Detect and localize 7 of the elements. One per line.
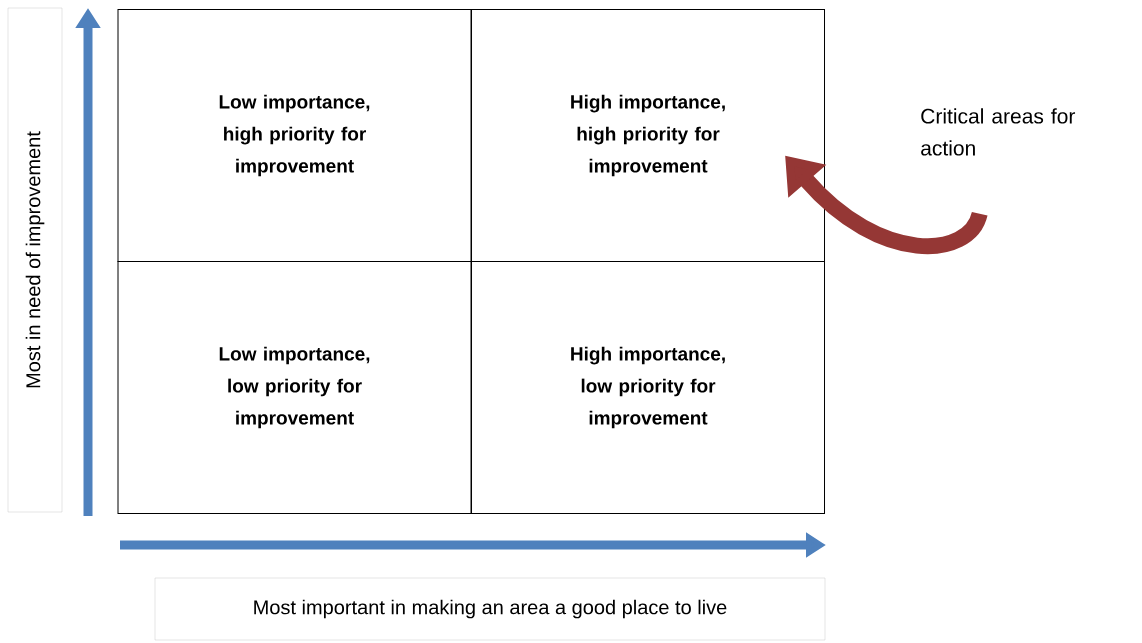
quadrant-box: Low importance, low priority for improvement bbox=[117, 261, 472, 514]
quadrant-box: High importance, low priority for improvement bbox=[471, 261, 825, 514]
callout-text: Critical areas for action bbox=[921, 108, 1076, 156]
quadrant-box: High importance, high priority for improvement bbox=[471, 9, 825, 262]
axis-label-box: Most in need of improvement bbox=[7, 7, 63, 513]
axis-label-box: Most important in making an area a good place to live bbox=[154, 577, 826, 641]
quadrant-box: Low importance, high priority for improvement bbox=[117, 9, 472, 262]
